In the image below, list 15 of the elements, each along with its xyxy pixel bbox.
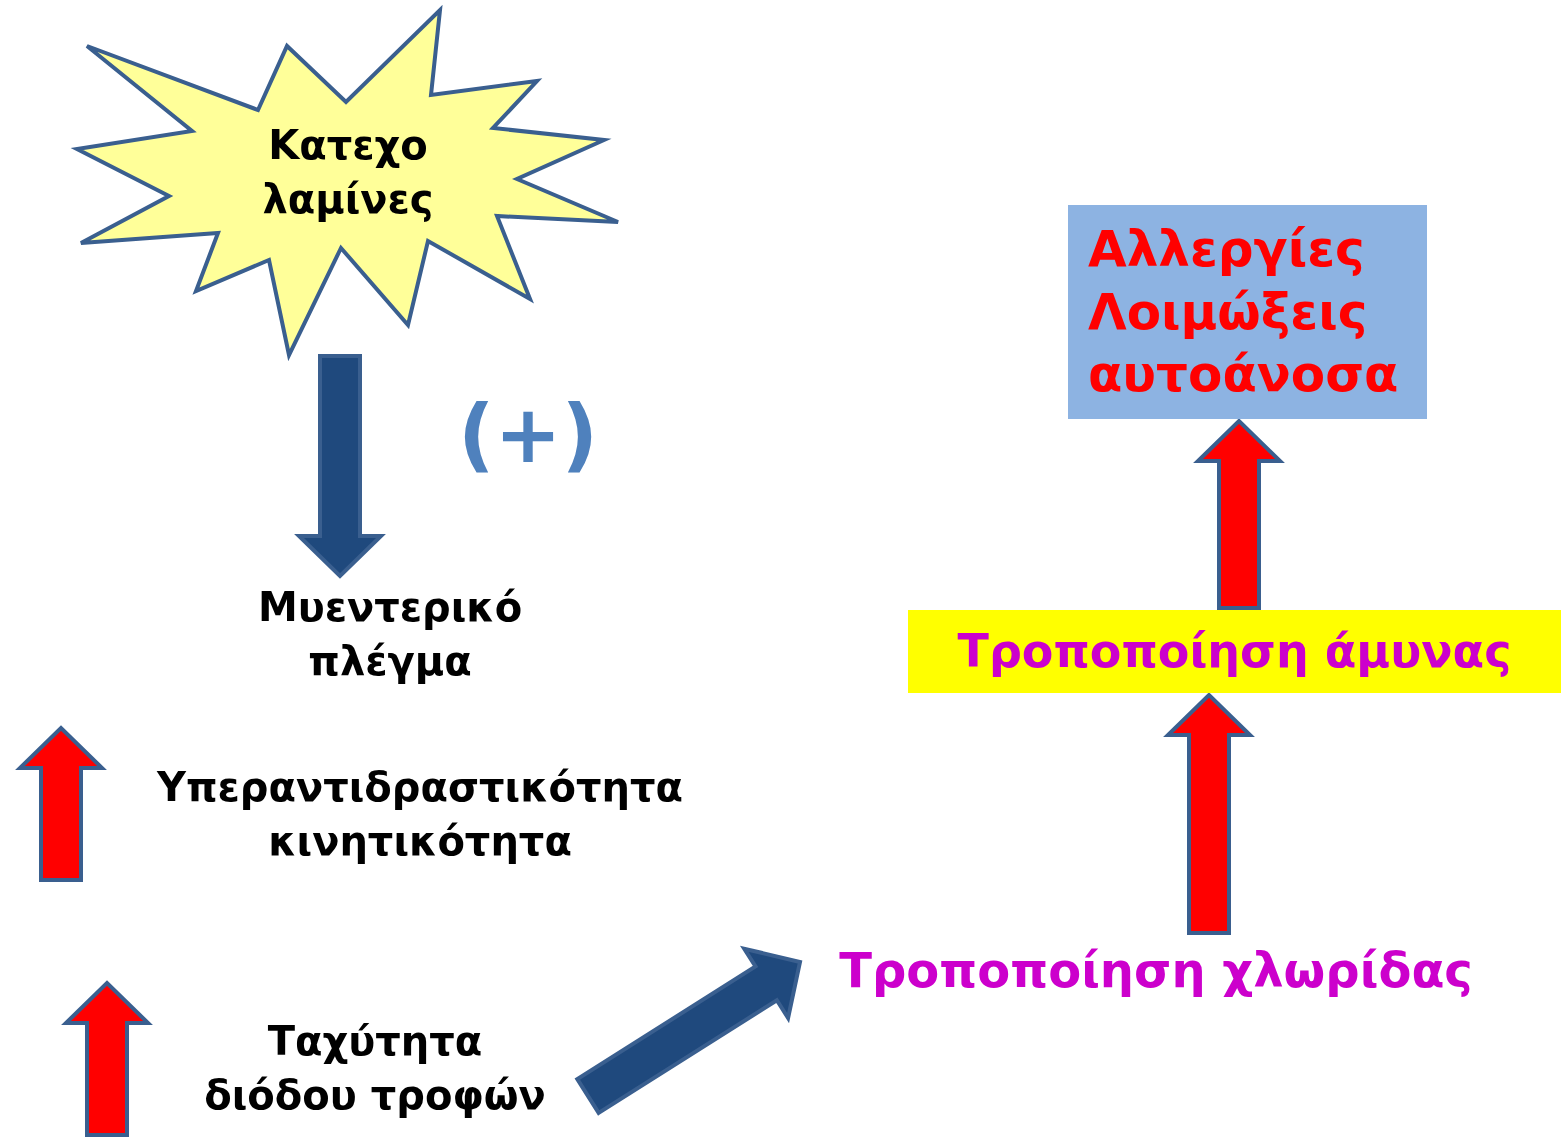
block-arrow <box>1163 692 1255 935</box>
block-arrow <box>574 945 803 1116</box>
highlight-box <box>908 610 1561 693</box>
node-label: Υπεραντιδραστικότητα κινητικότητα <box>155 763 685 866</box>
node-label: Κατεχο λαμίνες <box>261 121 435 224</box>
block-arrow <box>1193 418 1285 610</box>
node-label: Τροποποίηση άμυνας <box>957 623 1512 681</box>
node-label: Ταχύτητα διόδου τροφών <box>203 1017 547 1120</box>
node-label: Τροποποίηση χλωρίδας <box>838 940 1474 1000</box>
block-arrow <box>294 354 386 579</box>
node-label: αυτοάνοσα <box>1088 344 1399 406</box>
outcome-box <box>1068 205 1427 419</box>
node-label: Αλλεργίες <box>1088 219 1365 281</box>
node-label: Μυεντερικό πλέγμα <box>256 583 524 686</box>
node-label: Λοιμώξεις <box>1088 281 1368 343</box>
